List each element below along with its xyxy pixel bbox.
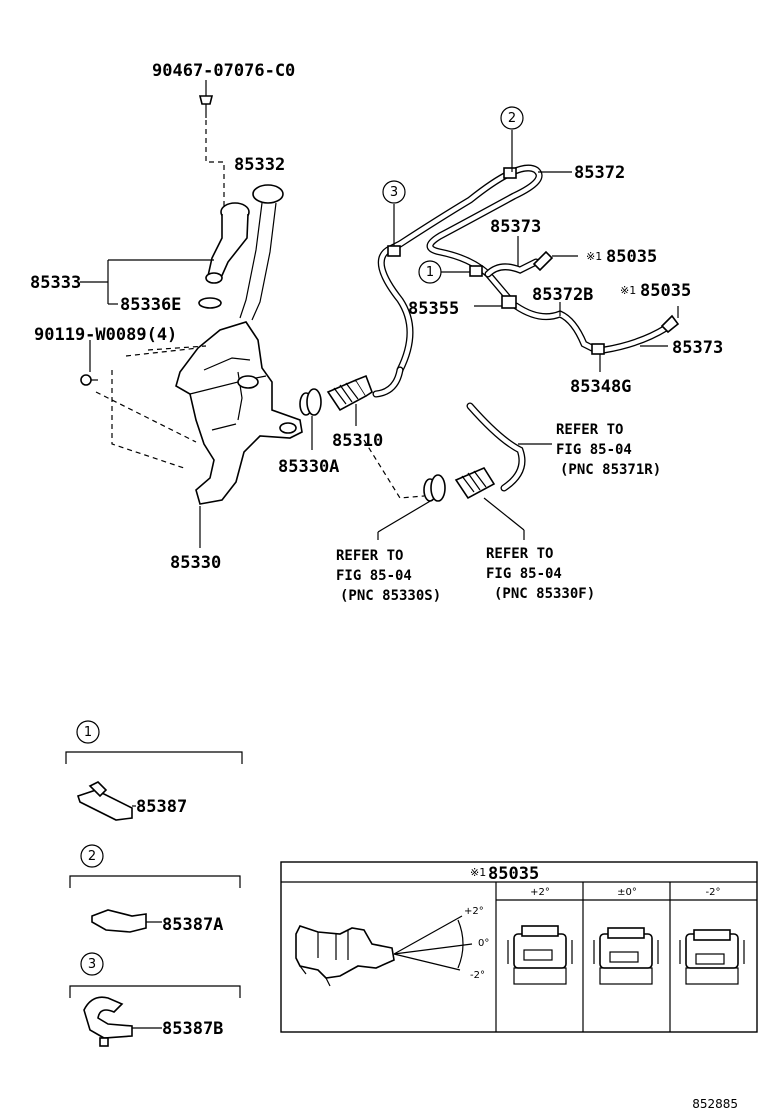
- svg-text:FIG 85-04: FIG 85-04: [486, 566, 562, 582]
- svg-text:2: 2: [88, 849, 96, 864]
- callout-3: 3: [382, 180, 406, 204]
- label-hose-sub: 85372B: [532, 285, 593, 305]
- filler-cap: [239, 184, 284, 321]
- callout-2: 2: [500, 106, 524, 130]
- label-bolt: 90119-W0089(4): [34, 325, 177, 345]
- svg-text:85387B: 85387B: [162, 1019, 223, 1039]
- mark-note-2: ※1: [620, 284, 636, 297]
- ref-rear-hose: REFER TO FIG 85-04 (PNC 85371R): [518, 422, 661, 478]
- svg-text:3: 3: [88, 957, 96, 972]
- gasket: [198, 297, 222, 309]
- callout-1: 1: [418, 260, 442, 284]
- angle-minus: -2°: [706, 887, 721, 898]
- hose-clip: [387, 245, 401, 257]
- spray-minus: -2°: [470, 970, 485, 981]
- label-grommet: 85330A: [278, 457, 339, 477]
- filler-inlet: [205, 202, 250, 284]
- mark-note-1: ※1: [586, 250, 602, 263]
- nozzle-face-plus: [507, 925, 573, 985]
- label-joint: 85355: [408, 299, 459, 319]
- table-part: 85035: [488, 864, 539, 884]
- svg-text:3: 3: [390, 185, 398, 200]
- nozzle-table: ※1 85035 +2° ±0° -2° +2° 0° -2°: [280, 861, 758, 1033]
- grommet: [299, 388, 322, 416]
- nozzle-b: [660, 314, 680, 334]
- angle-zero: ±0°: [617, 887, 637, 898]
- nozzle-face-minus: [679, 929, 745, 985]
- table-mark: ※1: [470, 866, 486, 879]
- hose-connector: [591, 343, 605, 355]
- hose-joint: [501, 295, 517, 309]
- svg-text:1: 1: [84, 725, 92, 740]
- nozzle-a: [532, 250, 554, 272]
- label-nozzle-a: 85035: [606, 247, 657, 267]
- label-cap: 85332: [234, 155, 285, 175]
- svg-text:85387: 85387: [136, 797, 187, 817]
- svg-text:FIG 85-04: FIG 85-04: [556, 442, 632, 458]
- angle-plus: +2°: [530, 887, 550, 898]
- spray-zero: 0°: [478, 938, 489, 949]
- label-nozzle-b: 85035: [640, 281, 691, 301]
- grommet-screw: [198, 95, 214, 118]
- svg-text:(PNC 85371R): (PNC 85371R): [560, 462, 661, 478]
- svg-text:FIG 85-04: FIG 85-04: [336, 568, 412, 584]
- label-inlet: 85333: [30, 273, 81, 293]
- clip-detail-2: 2 85387A: [69, 844, 241, 935]
- svg-text:REFER TO: REFER TO: [486, 546, 553, 562]
- svg-text:(PNC 85330S): (PNC 85330S): [340, 588, 441, 604]
- svg-text:2: 2: [508, 111, 516, 126]
- label-grommet-screw: 90467-07076-C0: [152, 61, 295, 81]
- ref-rear-motor: REFER TO FIG 85-04 (PNC 85330F): [486, 546, 595, 602]
- ref-rear-grommet: REFER TO FIG 85-04 (PNC 85330S): [336, 548, 441, 604]
- svg-text:REFER TO: REFER TO: [556, 422, 623, 438]
- label-gasket: 85336E: [120, 295, 181, 315]
- label-hose-branch: 85373: [490, 217, 541, 237]
- rear-grommet: [423, 474, 446, 502]
- svg-text:REFER TO: REFER TO: [336, 548, 403, 564]
- clip-detail-3: 3 85387B: [69, 952, 241, 1047]
- hose-clip: [503, 167, 517, 179]
- label-connector: 85348G: [570, 377, 631, 397]
- nozzle-face-zero: [593, 927, 659, 985]
- bolt: [80, 374, 98, 386]
- rear-motor: [454, 466, 496, 500]
- figure-code: 852885: [692, 1097, 738, 1111]
- label-tank: 85330: [170, 553, 221, 573]
- svg-text:(PNC 85330F): (PNC 85330F): [494, 586, 595, 602]
- label-hose-end: 85373: [672, 338, 723, 358]
- hose-clip: [469, 265, 483, 277]
- svg-text:85387A: 85387A: [162, 915, 223, 935]
- svg-text:1: 1: [426, 265, 434, 280]
- washer-motor: [326, 374, 373, 412]
- clip-detail-1: 1 85387: [65, 720, 243, 821]
- label-motor: 85310: [332, 431, 383, 451]
- label-hose-main: 85372: [574, 163, 625, 183]
- washer-tank: [175, 321, 303, 505]
- spray-plus: +2°: [464, 906, 484, 917]
